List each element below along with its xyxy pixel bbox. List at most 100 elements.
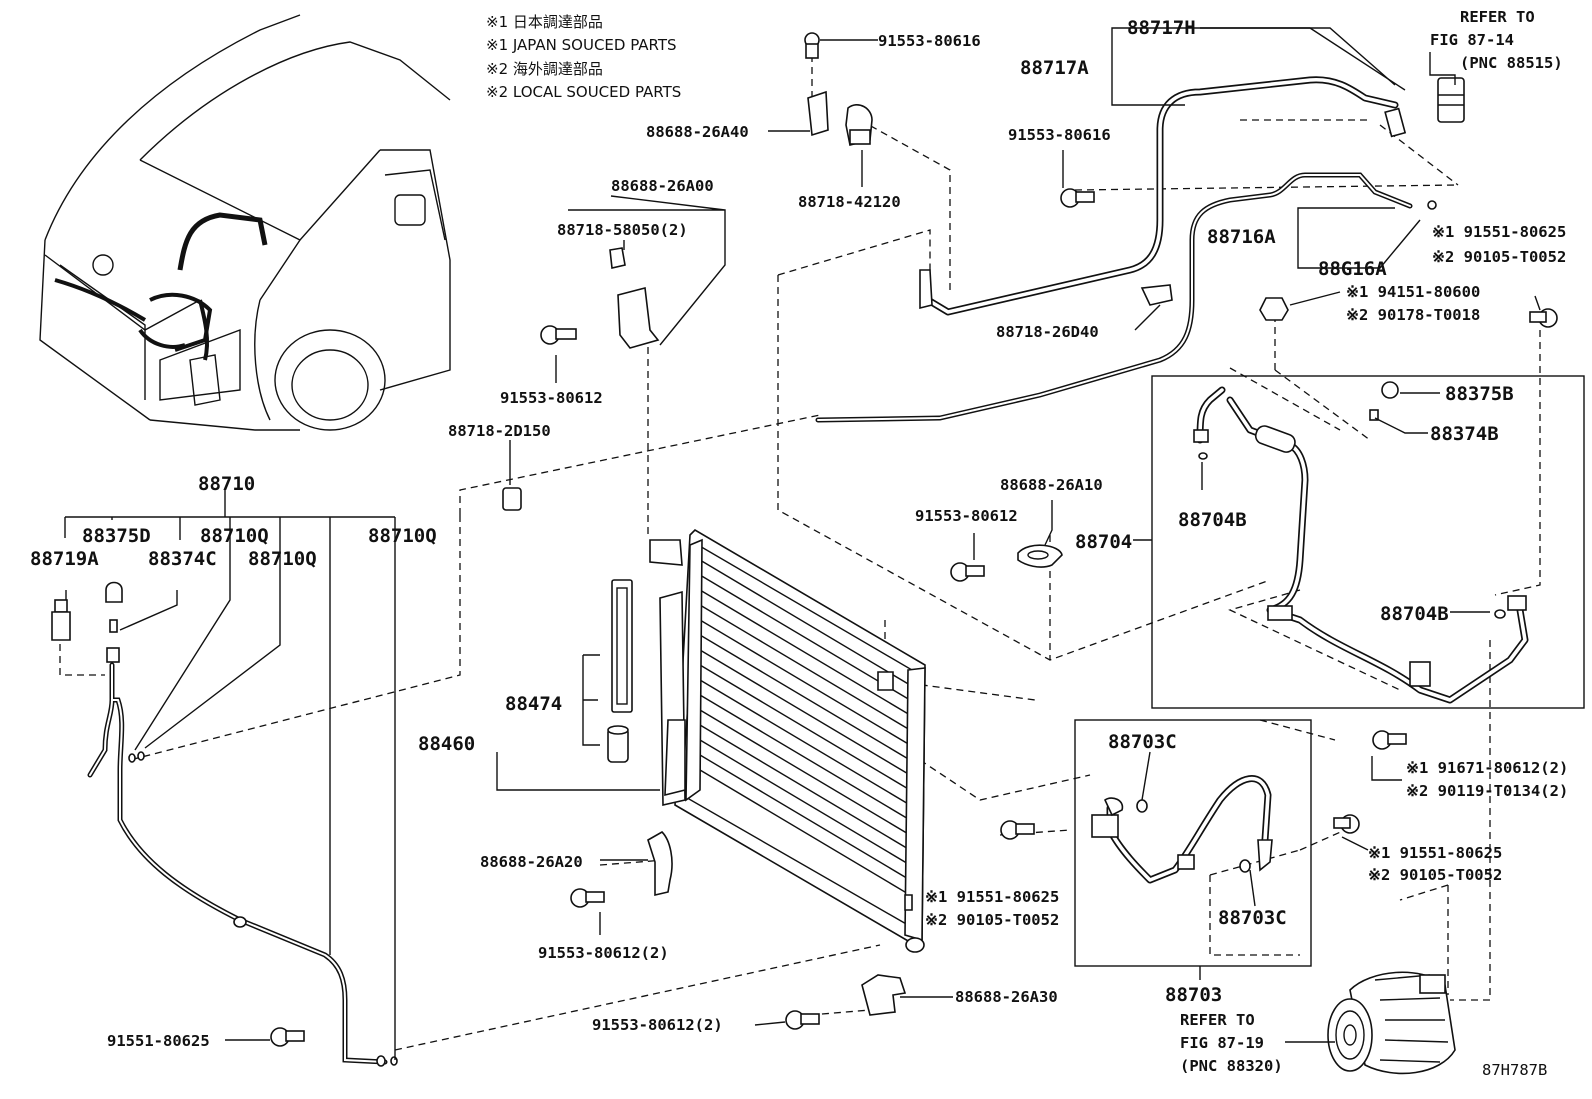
label-90105-T0052-c: ※2 90105-T0052	[925, 911, 1059, 929]
label-88717H: 88717H	[1127, 17, 1196, 39]
label-88704: 88704	[1075, 531, 1132, 553]
nut-icon	[1259, 297, 1289, 321]
note-line-3: ※2 海外調達部品	[486, 60, 603, 78]
label-88374B: 88374B	[1430, 423, 1499, 445]
refer-top-line-1: REFER TO	[1460, 8, 1535, 26]
bolt-icon	[950, 562, 985, 582]
refer-bottom-line-2: FIG 87-19	[1180, 1034, 1264, 1052]
refer-bottom-line-3: (PNC 88320)	[1180, 1057, 1283, 1075]
pressure-switch-icon	[1437, 77, 1465, 123]
label-90178-T0018: ※2 90178-T0018	[1346, 306, 1480, 324]
pipe-88710	[51, 581, 398, 1067]
label-88474: 88474	[505, 693, 562, 715]
bolt-icon	[1060, 188, 1095, 208]
label-88710: 88710	[198, 473, 255, 495]
label-88716A: 88716A	[1207, 226, 1276, 248]
label-88703: 88703	[1165, 984, 1222, 1006]
box-88703	[1074, 719, 1312, 967]
pressure-sensor-icon	[51, 599, 71, 641]
bolt-icon	[785, 1010, 820, 1030]
label-91553-80616-top: 91553-80616	[878, 32, 981, 50]
bracket-icon	[1017, 544, 1063, 568]
cap-icon	[105, 581, 123, 603]
label-88718-42120: 88718-42120	[798, 193, 901, 211]
bracket-icon	[647, 831, 673, 897]
label-91553-80612-a: 91553-80612	[500, 389, 603, 407]
desiccant-88474	[607, 579, 633, 763]
label-91551-80625-r2: ※1 91551-80625	[1368, 844, 1502, 862]
label-88718-2D150: 88718-2D150	[448, 422, 551, 440]
refer-bottom: REFER TO FIG 87-19 (PNC 88320)	[1180, 1011, 1283, 1075]
bracket-icon	[609, 247, 660, 349]
assembly-dashed-lines	[59, 55, 1541, 1051]
note-line-1: ※1 日本調達部品	[486, 13, 603, 31]
bracket-icon	[861, 974, 907, 1016]
label-88703C-a: 88703C	[1108, 731, 1177, 753]
label-88688-26A30: 88688-26A30	[955, 988, 1058, 1006]
label-91551-80625-c: ※1 91551-80625	[925, 888, 1059, 906]
label-88704B-b: 88704B	[1380, 603, 1449, 625]
label-88375B: 88375B	[1445, 383, 1514, 405]
label-91671-80612: ※1 91671-80612(2)	[1406, 759, 1568, 777]
label-88374C: 88374C	[148, 548, 217, 570]
label-91551-80625-bl: 91551-80625	[107, 1032, 210, 1050]
notes-block: ※1 日本調達部品 ※1 JAPAN SOUCED PARTS ※2 海外調達部…	[486, 13, 681, 101]
small-parts-top	[502, 32, 1558, 511]
refer-top: REFER TO FIG 87-14 (PNC 88515)	[1429, 8, 1563, 85]
pad-icon	[502, 487, 522, 511]
clamp-icon	[1140, 284, 1173, 306]
vehicle-front-sketch	[39, 14, 451, 431]
valve-core-icon	[109, 619, 118, 633]
label-91553-80616-mid: 91553-80616	[1008, 126, 1111, 144]
pipe-88716A	[815, 172, 1437, 423]
label-88710Q-b: 88710Q	[368, 525, 437, 547]
bolt-icon	[1529, 308, 1558, 328]
label-88688-26A00: 88688-26A00	[611, 177, 714, 195]
label-90105-T0052-r2: ※2 90105-T0052	[1368, 866, 1502, 884]
label-91553-80612-2b: 91553-80612(2)	[592, 1016, 723, 1034]
refer-top-line-2: FIG 87-14	[1430, 31, 1514, 49]
small-parts-mid	[570, 544, 1407, 1030]
label-90119-T0134: ※2 90119-T0134(2)	[1406, 782, 1568, 800]
refer-bottom-line-1: REFER TO	[1180, 1011, 1255, 1029]
note-line-2: ※1 JAPAN SOUCED PARTS	[486, 36, 677, 54]
label-88688-26A10: 88688-26A10	[1000, 476, 1103, 494]
bolt-icon	[1372, 730, 1407, 750]
refer-top-line-3: (PNC 88515)	[1460, 54, 1563, 72]
label-88460: 88460	[418, 733, 475, 755]
label-88719A: 88719A	[30, 548, 99, 570]
label-91551-80625-r1: ※1 91551-80625	[1432, 223, 1566, 241]
bolt-icon	[570, 888, 605, 908]
label-88704B-a: 88704B	[1178, 509, 1247, 531]
label-88G16A: 88G16A	[1318, 258, 1387, 280]
label-88688-26A20: 88688-26A20	[480, 853, 583, 871]
label-88718-26D40: 88718-26D40	[996, 323, 1099, 341]
label-88710Q-c: 88710Q	[248, 548, 317, 570]
label-94151-80600: ※1 94151-80600	[1346, 283, 1480, 301]
label-88717A: 88717A	[1020, 57, 1089, 79]
bolt-icon	[270, 1027, 305, 1047]
bolt-icon	[1333, 814, 1360, 834]
label-88718-58050: 88718-58050(2)	[557, 221, 688, 239]
label-91553-80612-b: 91553-80612	[915, 507, 1018, 525]
box-88704	[1151, 375, 1585, 709]
label-88688-26A40: 88688-26A40	[646, 123, 749, 141]
bolt-icon	[1000, 820, 1035, 840]
compressor-icon	[1327, 971, 1456, 1075]
label-88710Q-a: 88710Q	[200, 525, 269, 547]
pipe-88717A	[919, 76, 1407, 316]
part-labels: 91553-80616 88717H 88717A 91553-80616 88…	[30, 17, 1568, 1050]
bolt-icon	[804, 32, 820, 59]
label-90105-T0052-r1: ※2 90105-T0052	[1432, 248, 1566, 266]
clamp-icon	[845, 104, 873, 146]
leader-lines	[64, 27, 1541, 1060]
bolt-icon	[540, 325, 577, 345]
label-88703C-b: 88703C	[1218, 907, 1287, 929]
label-88375D: 88375D	[82, 525, 151, 547]
figure-code: 87H787B	[1482, 1061, 1547, 1079]
label-91553-80612-2a: 91553-80612(2)	[538, 944, 669, 962]
note-line-4: ※2 LOCAL SOUCED PARTS	[486, 83, 681, 101]
condenser-88460	[649, 528, 926, 953]
bracket-icon	[807, 90, 829, 137]
